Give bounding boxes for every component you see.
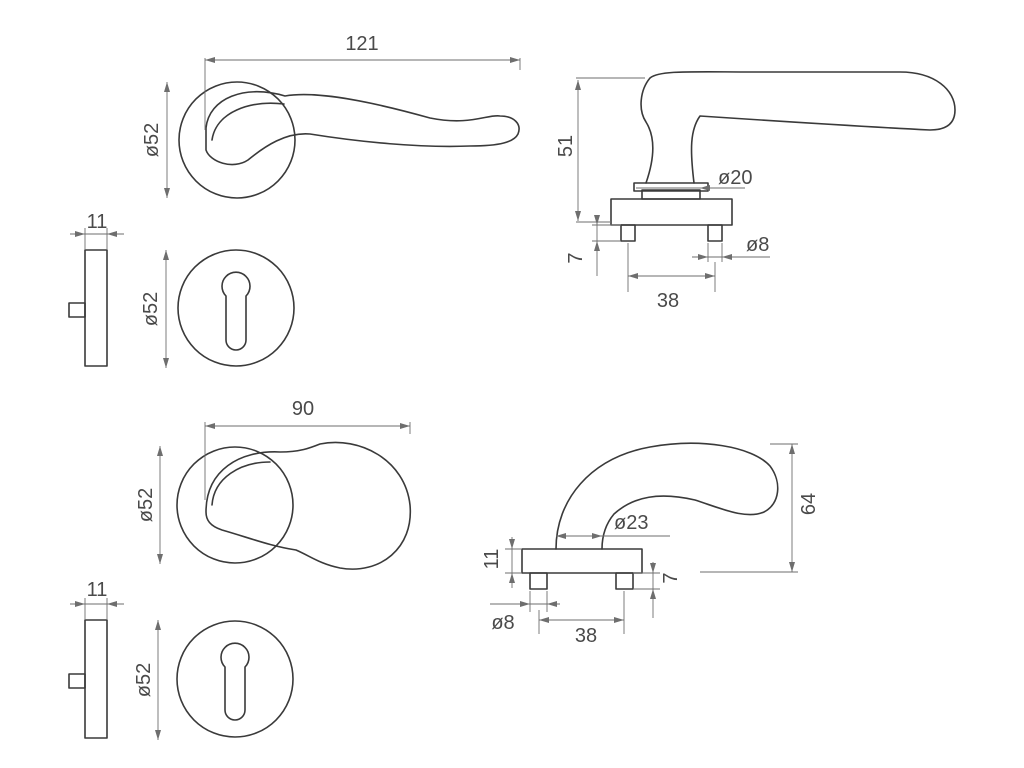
lever-side-neck-base: [641, 189, 701, 200]
knob-neck-label: ø23: [614, 512, 648, 534]
knob-side-pin-right: [615, 572, 634, 590]
lever-side-pin-left: [620, 224, 636, 242]
lever-side-rosette: [610, 198, 733, 226]
lever-pin-spacing-label: 38: [657, 290, 679, 312]
lever-pin-label: ø8: [746, 234, 769, 256]
lever-pin-height-label: 7: [565, 252, 587, 263]
lever-escutcheon-thickness-label: 11: [87, 211, 108, 233]
lever-side-view: 51 ø20 7 ø8 38: [555, 70, 956, 312]
knob-pin-height-label: 7: [660, 572, 682, 583]
knob-pin-label: ø8: [491, 612, 514, 634]
knob-rosette-outline: [176, 446, 294, 564]
knob-length-label: 90: [292, 398, 314, 420]
knob-side-rosette: [521, 548, 643, 574]
lever-handle-outline: [205, 90, 520, 166]
lever-top-view: 121 ø52: [141, 33, 521, 199]
knob-escutcheon-front: [176, 620, 294, 738]
lever-height-label: 51: [555, 135, 577, 157]
knob-side-view: ø23 64 11 7 ø8 38: [481, 442, 820, 647]
lever-inner-edge: [211, 102, 285, 141]
lever-side-handle-outline: [640, 70, 956, 184]
lever-escutcheon-front: [177, 249, 295, 367]
lever-side-pin-right: [707, 224, 723, 242]
lever-length-label: 121: [345, 33, 378, 55]
knob-pin-spacing-label: 38: [575, 625, 597, 647]
lever-neck-label: ø20: [718, 167, 752, 189]
knob-handle-outline: [205, 441, 412, 570]
lever-escutcheon: 11 ø52: [68, 211, 295, 368]
knob-height-label: 64: [798, 493, 820, 515]
knob-side-handle-outline: [555, 442, 779, 550]
lever-escutcheon-side: [84, 249, 108, 367]
knob-escutcheon-diameter-label: ø52: [133, 663, 155, 697]
knob-escutcheon-pin: [68, 673, 86, 689]
lever-escutcheon-pin: [68, 302, 86, 318]
knob-keyhole: [220, 642, 250, 721]
lever-rosette-outline: [178, 81, 296, 199]
knob-inner-edge: [211, 461, 271, 506]
knob-rosette-label: ø52: [135, 488, 157, 522]
knob-top-view: 90 ø52: [135, 398, 412, 570]
knob-escutcheon-side: [84, 619, 108, 739]
lever-keyhole: [221, 271, 251, 351]
knob-escutcheon: 11 ø52: [68, 579, 294, 740]
knob-escutcheon-thickness-label: 11: [87, 579, 108, 601]
knob-base-label: 11: [481, 549, 503, 570]
lever-rosette-label: ø52: [141, 123, 163, 157]
knob-side-pin-left: [529, 572, 548, 590]
lever-escutcheon-diameter-label: ø52: [140, 292, 162, 326]
